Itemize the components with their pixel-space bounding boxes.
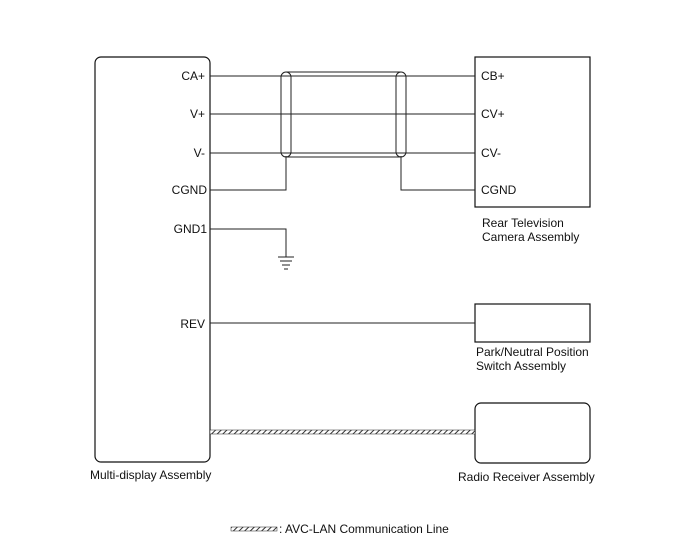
rear-camera-box (474, 56, 591, 208)
radio-receiver-label: Radio Receiver Assembly (458, 470, 595, 484)
rear-camera-label-1: Rear Television (482, 216, 564, 230)
pin-cgnd-md: CGND (172, 183, 208, 197)
ground-symbol (278, 256, 294, 270)
pin-gnd1: GND1 (174, 222, 208, 236)
park-neutral-label-1: Park/Neutral Position (476, 345, 589, 359)
pin-cb-plus: CB+ (481, 69, 505, 83)
multi-display-label: Multi-display Assembly (90, 468, 211, 482)
pin-v-minus: V- (194, 146, 205, 160)
pin-rev: REV (180, 317, 205, 331)
legend-avc-lan-sample (230, 526, 278, 532)
rear-camera-label-2: Camera Assembly (482, 230, 579, 244)
pin-cv-minus: CV- (481, 146, 501, 160)
park-neutral-box (474, 303, 591, 343)
multi-display-box (94, 56, 211, 463)
radio-receiver-box (474, 402, 591, 464)
legend-text: : AVC-LAN Communication Line (279, 522, 449, 536)
pin-cv-plus: CV+ (481, 107, 505, 121)
pin-v-plus: V+ (190, 107, 205, 121)
avc-lan-line (209, 429, 476, 435)
park-neutral-label-2: Switch Assembly (476, 359, 566, 373)
wire-cgnd-right (400, 156, 475, 191)
pin-cgnd-cam: CGND (481, 183, 517, 197)
wire-cgnd-left (210, 156, 287, 191)
wire-gnd1 (210, 228, 287, 257)
pin-ca-plus: CA+ (181, 69, 205, 83)
